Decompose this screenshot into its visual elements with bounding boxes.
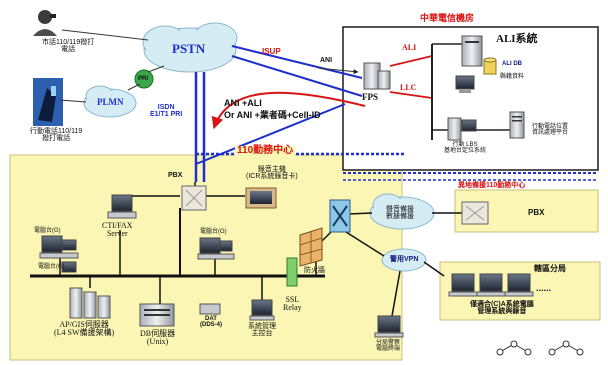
firewall-label: 防火牆	[304, 267, 325, 274]
pri-label: PRI	[138, 76, 149, 82]
llc-link-label: LLC	[400, 83, 417, 92]
console-1-label: 電腦台(G)	[34, 228, 61, 234]
pri-pstn-line	[147, 65, 165, 73]
router-icon	[329, 199, 351, 233]
branch-ws-2-icon	[476, 273, 506, 297]
ali-system-server-icon	[461, 35, 483, 67]
ali-db-icon	[483, 57, 497, 75]
plmn-cloud	[83, 85, 137, 118]
voice-recorder-icon	[245, 187, 277, 209]
ssl-relay-label: SSL Relay	[283, 295, 302, 312]
vpn-label: 警用VPN	[390, 256, 419, 263]
ssl-relay-icon	[286, 257, 298, 287]
cell-data-label: 行動電話位置 資訊處理平台	[532, 124, 569, 136]
console-2-label: 電腦台(G)	[200, 229, 227, 235]
center-title: 110勤務中心	[235, 145, 296, 156]
backup-pbx-icon	[461, 201, 489, 225]
vpn-cloud	[381, 248, 427, 272]
remote-terminal-icon	[374, 315, 404, 338]
isdn-label: ISDN E1/T1 PRI	[150, 104, 183, 118]
remote-terminal-label: 分局警察 電腦終端	[376, 340, 401, 352]
telecom-title: 中華電信機房	[420, 13, 475, 23]
caller-fixed-label: 市話110/119撥打 電話	[42, 39, 95, 53]
isup-label: ISUP	[262, 47, 281, 56]
fps-server-icon	[363, 62, 391, 90]
ellipsis-label: ......	[536, 283, 552, 293]
isup-line	[231, 45, 363, 79]
mobile-line	[59, 99, 87, 103]
pri-gateway-icon	[134, 69, 154, 89]
console-2-icon	[197, 237, 235, 260]
ali-link-line	[389, 55, 433, 67]
dat-label: DAT (DDS-4)	[200, 316, 222, 328]
vpn-branch-link	[423, 261, 445, 277]
ali-db-sub-label: 縣籍資料	[500, 74, 525, 80]
ali-db-label: ALI DB	[502, 61, 522, 67]
backup-center-title: 異地備援110勤務中心	[458, 182, 526, 189]
ali-link-label: ALI	[402, 43, 417, 52]
lbs-label: 行動 LBS 基地台定位系統	[444, 142, 487, 154]
lbs-server-icon	[447, 117, 477, 141]
ali-system-label: ALI系統	[496, 33, 538, 45]
mgmt-console-icon	[249, 299, 275, 321]
pbx-label: PBX	[168, 172, 183, 179]
pstn-cloud	[142, 22, 238, 73]
branch-ws-1-icon	[448, 273, 478, 297]
network-node-icon	[496, 340, 584, 356]
fixed-line	[61, 29, 149, 41]
cell-info-server-icon	[509, 111, 525, 139]
ani-label: ANI	[320, 57, 333, 64]
sys-manage-label: 系統管理 主控台	[248, 323, 276, 337]
pbx-icon	[181, 185, 207, 211]
dat-backup-icon	[199, 303, 221, 315]
console-3-label: 電腦台(G)	[38, 264, 65, 270]
ap-server-icon	[69, 287, 111, 319]
ap-server-label: AP/GIS伺服器 (L4 SW備援架構)	[54, 320, 115, 337]
branch-ws-3-icon	[504, 273, 534, 297]
db-server-icon	[139, 303, 175, 327]
ctifax-label: CTI/FAX Server	[102, 221, 133, 238]
llc-link-line	[389, 91, 433, 99]
ani-ali-label: ANI +ALI Or ANI +業者碼+Cell-ID	[224, 98, 321, 120]
voice-record-label: 錄音主機 (ICR系統錄音卡)	[246, 166, 298, 180]
pstn-label: PSTN	[172, 41, 206, 56]
fps-label: FPS	[362, 92, 379, 102]
branch-detail-label: 僅適合(C)A系統電腦 管理系統與錄音	[470, 301, 534, 315]
console-3-icon	[61, 261, 77, 273]
pstn-fps-line	[231, 55, 363, 97]
db-server-label: DB伺服器 (Unix)	[140, 329, 176, 346]
remote-pbx-label: PBX	[528, 208, 545, 217]
router-vpn-link	[345, 231, 385, 257]
vpn-terminal-link	[391, 270, 401, 317]
mobile-caller-icon	[33, 78, 63, 126]
firewall-icon	[299, 227, 323, 267]
console-1-icon	[39, 235, 79, 259]
fps-center-line	[195, 103, 346, 165]
router-backup-link	[347, 212, 373, 215]
voice-data-backup-label: 聲音備援 數據備援	[386, 206, 414, 220]
caller-mobile-label: 行動電話110/119 撥打電話	[30, 128, 83, 142]
ani-ali-return-arrow	[211, 91, 366, 130]
voice-backup-cloud	[369, 193, 435, 230]
person-phone-icon	[33, 10, 57, 36]
plmn-pri-line	[127, 83, 141, 91]
branch-title: 轄區分局	[534, 264, 566, 273]
ali-terminal-icon	[455, 75, 475, 93]
plmn-label: PLMN	[97, 97, 124, 107]
ani-arrow	[317, 67, 359, 75]
cti-fax-server-icon	[107, 194, 137, 219]
